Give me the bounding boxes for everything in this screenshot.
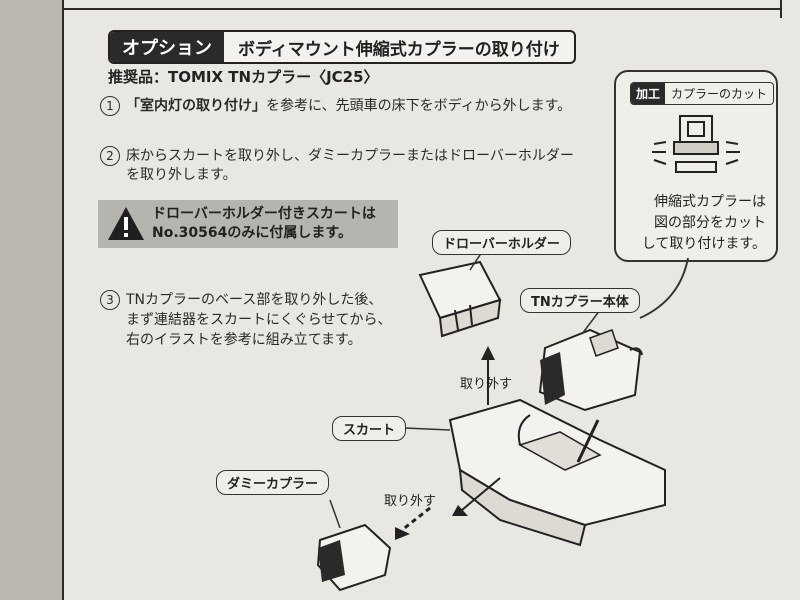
remove-label-2: 取り外す [384, 494, 437, 509]
step-3-line3: 右のイラストを参考に組み立てます。 [126, 332, 362, 348]
cutting-callout: 加工 カプラーのカット 伸縮式カプラーは 図の部分をカット して取り付けます。 [614, 70, 778, 262]
callout-line1: 伸縮式カプラーは [654, 194, 766, 210]
tn-coupler-label: TNカプラー本体 [520, 288, 640, 313]
recommended-product: 推奨品：TOMIX TNカプラー〈JC25〉 [108, 68, 379, 86]
skirt-part [404, 398, 666, 547]
step-2-line2: を取り外します。 [126, 167, 237, 183]
section-header: オプション ボディマウント伸縮式カプラーの取り付け [108, 30, 576, 64]
step-1-text: を参考に、先頭車の床下をボディから外します。 [266, 98, 572, 114]
step-number: 1 [100, 96, 120, 116]
warning-banner: ドローバーホルダー付きスカートは No.30564のみに付属します。 [98, 200, 398, 248]
warning-text: ドローバーホルダー付きスカートは No.30564のみに付属します。 [152, 205, 376, 243]
callout-key: 加工 [631, 83, 666, 104]
skirt-label: スカート [332, 416, 407, 441]
section-title: ボディマウント伸縮式カプラーの取り付け [238, 39, 560, 60]
warning-icon [108, 207, 144, 240]
option-tag: オプション [110, 32, 224, 62]
right-rule [780, 0, 782, 18]
callout-text: 伸縮式カプラーは 図の部分をカット して取り付けます。 [626, 192, 766, 255]
dummy-coupler-label: ダミーカプラー [216, 470, 330, 495]
callout-line2: 図の部分をカット [654, 215, 766, 231]
warning-line1: ドローバーホルダー付きスカートは [152, 206, 376, 222]
step-3-line2: まず連結器をスカートにくぐらせてから、 [126, 312, 392, 328]
warning-part-no: No.30564 [152, 225, 228, 241]
step-1: 1 「室内灯の取り付け」を参考に、先頭車の床下をボディから外します。 [100, 96, 571, 116]
dummy-coupler-part [316, 499, 392, 592]
tn-coupler-part [538, 309, 643, 412]
callout-line3: して取り付けます。 [641, 236, 766, 252]
remove-label-1: 取り外す [460, 377, 513, 392]
drawbar-holder-part [418, 239, 502, 338]
step-1-bold: 「室内灯の取り付け」 [126, 98, 266, 114]
callout-header: 加工 カプラーのカット [630, 82, 775, 105]
top-rule [62, 0, 782, 10]
step-3-line1: TNカプラーのベース部を取り外した後、 [126, 292, 383, 308]
coupler-cut-illustration [652, 115, 740, 173]
warning-line2: のみに付属します。 [227, 225, 352, 241]
step-2-line1: 床からスカートを取り外し、ダミーカプラーまたはドローバーホルダー [126, 148, 574, 164]
callout-value: カプラーのカット [671, 87, 768, 101]
drawbar-holder-label: ドローバーホルダー [432, 230, 571, 255]
